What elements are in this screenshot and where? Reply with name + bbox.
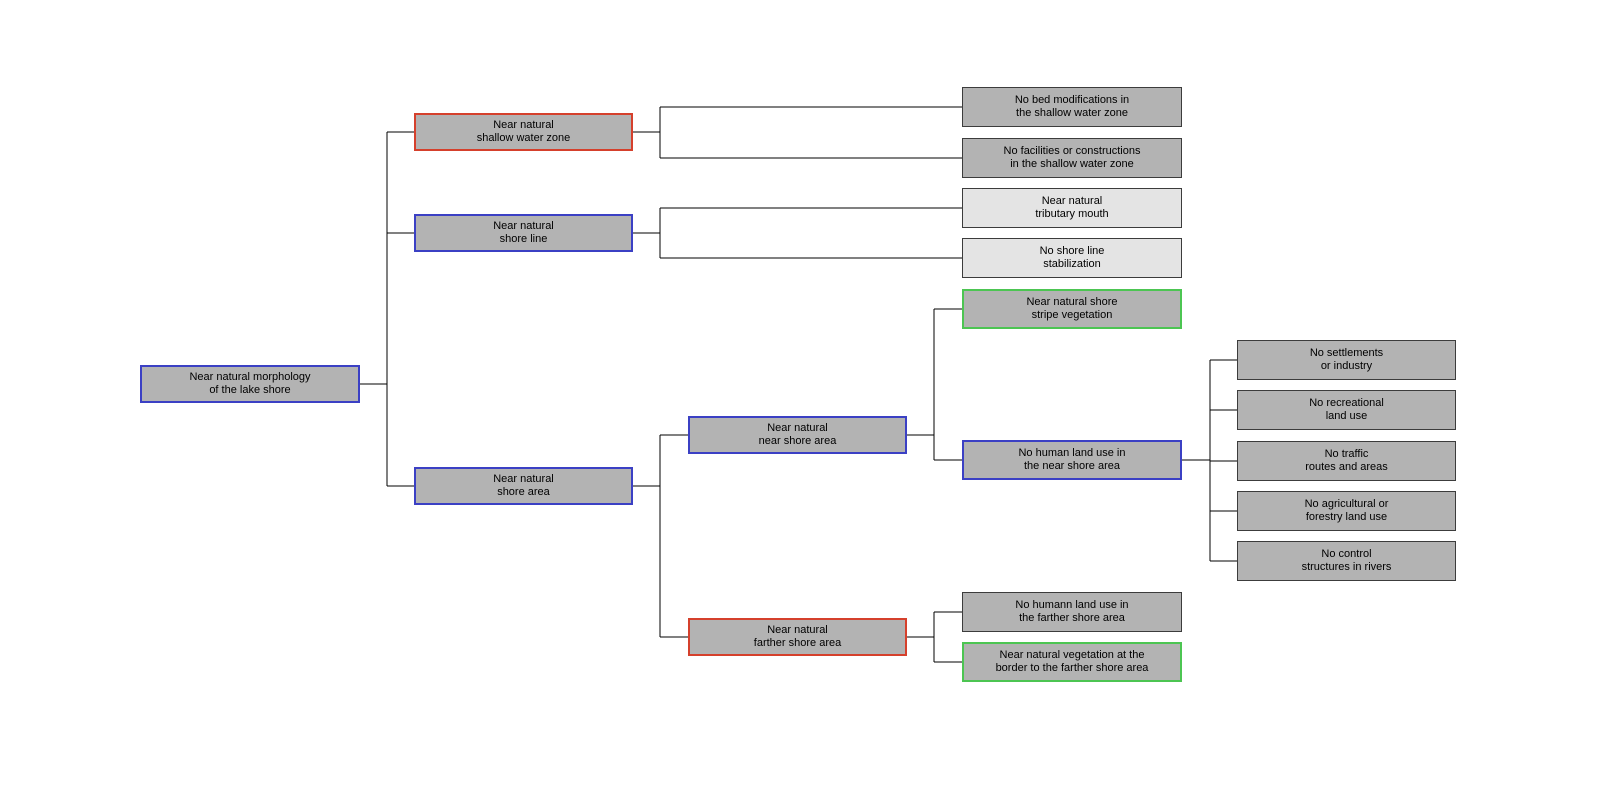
node-no-agricultural-forestry: No agricultural or forestry land use [1237, 491, 1456, 531]
node-vegetation-border-farther-shore: Near natural vegetation at the border to… [962, 642, 1182, 682]
node-no-settlements-industry: No settlements or industry [1237, 340, 1456, 380]
node-shore-stripe-vegetation: Near natural shore stripe vegetation [962, 289, 1182, 329]
node-no-human-land-use-near-shore: No human land use in the near shore area [962, 440, 1182, 480]
node-no-facilities-constructions: No facilities or constructions in the sh… [962, 138, 1182, 178]
node-no-human-land-use-farther-shore: No humann land use in the farther shore … [962, 592, 1182, 632]
connector-shore-line-children [633, 207, 962, 259]
node-shallow-water-zone: Near natural shallow water zone [414, 113, 633, 151]
node-no-recreational-land-use: No recreational land use [1237, 390, 1456, 430]
connector-shallow-water-children [633, 106, 962, 159]
connector-near-shore-children [907, 308, 962, 461]
node-near-shore-area: Near natural near shore area [688, 416, 907, 454]
connector-shore-area-children [633, 434, 688, 638]
node-shore-area: Near natural shore area [414, 467, 633, 505]
node-near-natural-morphology: Near natural morphology of the lake shor… [140, 365, 360, 403]
node-farther-shore-area: Near natural farther shore area [688, 618, 907, 656]
connector-root-to-level2 [360, 131, 414, 487]
node-no-bed-modifications: No bed modifications in the shallow wate… [962, 87, 1182, 127]
node-no-control-structures: No control structures in rivers [1237, 541, 1456, 581]
node-tributary-mouth: Near natural tributary mouth [962, 188, 1182, 228]
connector-farther-shore-children [907, 611, 962, 663]
node-no-shore-line-stabilization: No shore line stabilization [962, 238, 1182, 278]
node-shore-line: Near natural shore line [414, 214, 633, 252]
connector-human-land-use-children [1182, 359, 1237, 562]
node-no-traffic-routes: No traffic routes and areas [1237, 441, 1456, 481]
